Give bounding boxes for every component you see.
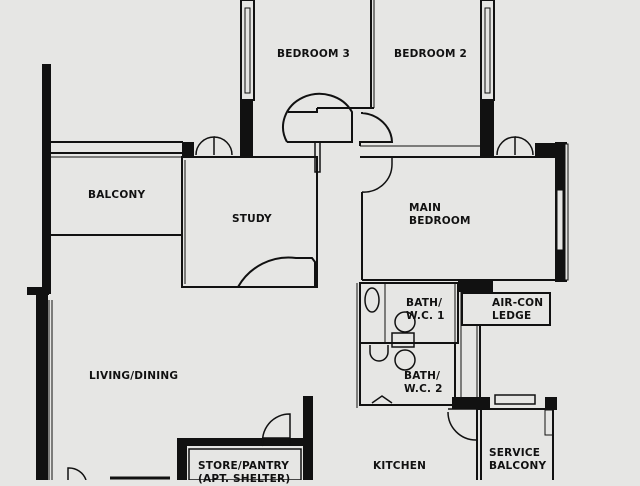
room-label-bath-wc-1: BATH/ W.C. 1 — [406, 297, 445, 323]
room-label-balcony: BALCONY — [88, 189, 146, 201]
exterior-wall-left-lower — [36, 290, 48, 480]
room-label-service-balcony-line2: BALCONY — [489, 460, 547, 472]
room-label-living-dining: LIVING/DINING — [89, 370, 179, 382]
room-label-store-pantry: STORE/PANTRY (APT. SHELTER) — [198, 460, 290, 486]
room-label-aircon-ledge-line2: LEDGE — [492, 310, 532, 322]
exterior-wall-left-upper — [42, 64, 51, 294]
room-label-bath-wc-1-line2: W.C. 1 — [406, 310, 445, 322]
room-label-kitchen: KITCHEN — [373, 460, 427, 472]
room-label-aircon-ledge: AIR-CON LEDGE — [492, 297, 543, 323]
room-label-bedroom-3: BEDROOM 3 — [277, 48, 351, 60]
room-label-study: STUDY — [232, 213, 272, 225]
room-label-aircon-ledge-line1: AIR-CON — [492, 297, 544, 309]
room-label-service-balcony-line1: SERVICE — [489, 447, 541, 459]
room-label-bath-wc-2: BATH/ W.C. 2 — [404, 370, 443, 396]
room-label-bath-wc-2-line2: W.C. 2 — [404, 383, 443, 395]
room-label-store-pantry-line1: STORE/PANTRY — [198, 460, 290, 472]
room-label-bath-wc-1-line1: BATH/ — [406, 297, 443, 309]
room-label-main-bedroom-line2: BEDROOM — [409, 215, 471, 227]
room-label-main-bedroom-line1: MAIN — [409, 202, 442, 214]
room-label-service-balcony: SERVICE BALCONY — [489, 447, 546, 473]
room-label-bedroom-2: BEDROOM 2 — [394, 48, 468, 60]
room-label-bath-wc-2-line1: BATH/ — [404, 370, 441, 382]
room-label-main-bedroom: MAIN BEDROOM — [409, 202, 471, 228]
